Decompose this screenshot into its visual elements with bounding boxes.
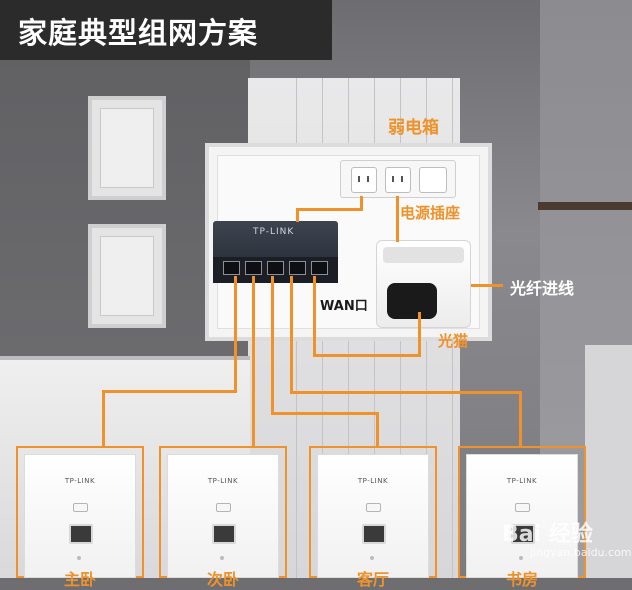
wall-panel-living-room: TP-LINK — [309, 446, 437, 578]
watermark-url: jingyan.baidu.com — [530, 546, 632, 559]
power-wire — [296, 208, 299, 222]
power-wire — [296, 208, 363, 211]
switch-port-wan — [311, 261, 328, 275]
cable-study — [290, 391, 522, 394]
panel-brand: TP-LINK — [318, 477, 428, 485]
wall-picture-top — [88, 96, 166, 200]
label-weak-box: 弱电箱 — [388, 113, 439, 138]
switch-brand: TP-LINK — [253, 227, 294, 237]
wall-picture-bottom — [88, 224, 166, 328]
ethernet-jack-icon — [362, 524, 386, 544]
wall-panel-main-bedroom: TP-LINK — [16, 446, 144, 578]
switch-port — [245, 261, 262, 275]
switch-port — [289, 261, 306, 275]
panel-brand: TP-LINK — [467, 477, 577, 485]
fiber-wire — [471, 284, 503, 287]
label-wan: WAN口 — [320, 295, 368, 314]
cable-living-room — [376, 412, 379, 448]
ethernet-jack-icon — [69, 524, 93, 544]
cable-study — [519, 391, 522, 448]
wan-wire — [313, 354, 421, 357]
optical-modem — [376, 240, 471, 328]
room-label-second-bedroom: 次卧 — [159, 566, 287, 590]
wan-wire — [418, 312, 421, 357]
power-wire-ont — [396, 196, 399, 242]
socket-outlet — [385, 167, 411, 193]
switch-port — [267, 261, 284, 275]
picture-canvas — [100, 236, 154, 316]
wall-shelf — [538, 202, 632, 210]
network-scene: 家庭典型组网方案 TP-LINK — [0, 0, 632, 578]
ethernet-jack-icon — [212, 524, 236, 544]
socket-outlet — [351, 167, 377, 193]
cable-living-room — [271, 412, 379, 415]
switch-port — [223, 261, 240, 275]
watermark-text: Bai 经验 — [502, 516, 593, 548]
cable-bedroom-main — [234, 276, 237, 392]
panel-face: TP-LINK — [317, 454, 429, 578]
panel-led-icon — [216, 503, 231, 512]
cable-study — [290, 276, 293, 394]
wan-wire — [313, 276, 316, 356]
label-fiber-in: 光纤进线 — [510, 275, 574, 299]
panel-led-icon — [73, 503, 88, 512]
cable-living-room — [271, 276, 274, 414]
label-ont: 光猫 — [438, 330, 468, 351]
reset-dot-icon — [370, 556, 374, 560]
ont-front-window — [387, 283, 437, 319]
panel-face: TP-LINK — [24, 454, 136, 578]
wall-panel-second-bedroom: TP-LINK — [159, 446, 287, 578]
picture-canvas — [100, 108, 154, 188]
network-switch: TP-LINK — [213, 221, 338, 283]
cable-bedroom-second — [252, 276, 255, 448]
panel-brand: TP-LINK — [168, 477, 278, 485]
label-power-socket: 电源插座 — [400, 202, 460, 223]
cable-bedroom-main — [102, 390, 237, 393]
reset-dot-icon — [77, 556, 81, 560]
room-label-living-room: 客厅 — [309, 566, 437, 590]
room-label-study: 书房 — [458, 566, 586, 590]
socket-switch — [419, 167, 447, 193]
cable-bedroom-main — [102, 390, 105, 448]
power-socket — [340, 160, 456, 198]
page-title: 家庭典型组网方案 — [18, 10, 258, 52]
reset-dot-icon — [220, 556, 224, 560]
room-label-main-bedroom: 主卧 — [16, 566, 144, 590]
panel-face: TP-LINK — [167, 454, 279, 578]
panel-brand: TP-LINK — [25, 477, 135, 485]
panel-led-icon — [366, 503, 381, 512]
ont-top-vent — [383, 247, 464, 263]
baidu-watermark: Bai 经验 jingyan.baidu.com — [480, 506, 630, 566]
title-bar: 家庭典型组网方案 — [0, 0, 332, 60]
